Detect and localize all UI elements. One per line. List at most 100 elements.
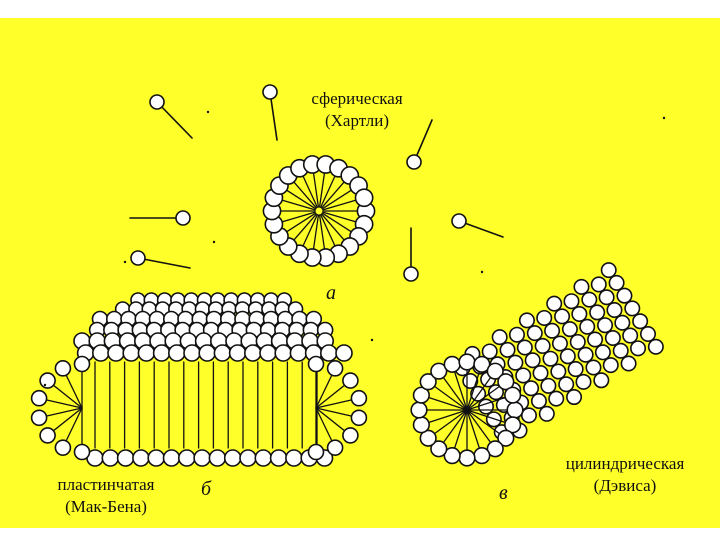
- noise-dots: [43, 110, 666, 387]
- spherical-letter: а: [326, 282, 336, 304]
- cylinder-surface-head: [538, 405, 555, 422]
- cylindrical-label-line1: цилиндрическая: [565, 454, 685, 473]
- lamellar-edge-head: [342, 372, 359, 389]
- cylinder-surface-head: [499, 341, 516, 358]
- lamellar-edge-head: [73, 443, 91, 461]
- cylinder-cap-head: [486, 362, 504, 380]
- cylinder-surface-head: [481, 343, 498, 360]
- spherical-label: сферическая (Хартли): [282, 88, 432, 132]
- cylinder-cap-head: [412, 386, 430, 404]
- cylinder-cap-head: [497, 429, 515, 447]
- noise-dot: [370, 338, 374, 342]
- cylinder-surface-head: [508, 326, 525, 343]
- cylinder-cap-head: [443, 447, 461, 465]
- lamellar-bottom-head: [239, 449, 257, 467]
- cylinder-cap-head: [419, 429, 437, 447]
- cylinder-surface-head: [600, 262, 617, 279]
- lamellar-top-head: [289, 344, 308, 362]
- cylinder-surface-head: [622, 327, 639, 344]
- cylinder-surface-head: [548, 390, 565, 407]
- lamellar-top-head: [228, 344, 247, 362]
- noise-dot: [206, 110, 210, 114]
- free-molecule-head: [262, 84, 278, 100]
- lamellar-top-head: [152, 344, 171, 362]
- cylinder-surface-head: [534, 337, 551, 354]
- lamellar-edge-head: [54, 360, 72, 377]
- cylinder-surface-head: [606, 301, 623, 318]
- cylinder-surface-head: [518, 312, 535, 329]
- lamellar-label-line2: (Мак-Бена): [65, 497, 147, 516]
- cylinder-surface-head: [515, 367, 532, 384]
- lamellar-top-head: [319, 344, 338, 362]
- cylinder-cap-head: [497, 373, 515, 391]
- cylinder-surface-head: [550, 363, 567, 380]
- cylinder-surface-head: [530, 393, 547, 410]
- cylinder-surface-head: [558, 376, 575, 393]
- lamellar-edge-head: [39, 427, 56, 444]
- lamellar-edge-head: [307, 355, 325, 373]
- cylinder-surface-head: [532, 365, 549, 382]
- cylinder-surface-head: [577, 346, 594, 363]
- cylinder-surface-head: [624, 300, 641, 317]
- cylinder-cap-head: [473, 355, 491, 373]
- cylindrical-letter: в: [499, 482, 508, 504]
- yellow-background: [0, 18, 720, 528]
- cylinder-surface-head: [608, 274, 625, 291]
- cylinder-surface-head: [542, 350, 559, 367]
- lamellar-top-head: [107, 344, 125, 362]
- cylinder-surface-head: [478, 398, 495, 415]
- lamellar-letter: б: [201, 478, 212, 500]
- lamellar-bottom-head: [223, 449, 242, 467]
- cylinder-cap-head: [443, 355, 461, 373]
- lamellar-edge-head: [342, 427, 359, 444]
- cylinder-surface-head: [587, 331, 604, 348]
- noise-dot: [480, 270, 484, 274]
- cylinder-surface-head: [647, 338, 664, 355]
- lamellar-bottom-head: [193, 449, 211, 467]
- lamellar-top-head: [137, 344, 156, 362]
- cylindrical-label: цилиндрическая (Дэвиса): [530, 453, 720, 497]
- cylinder-surface-head: [573, 278, 590, 295]
- cylinder-surface-head: [491, 329, 508, 346]
- free-molecule-head: [149, 94, 165, 110]
- cylinder-surface-head: [589, 304, 606, 321]
- cylinder-surface-head: [540, 377, 557, 394]
- free-molecule-head: [406, 154, 422, 170]
- cylinder-surface-head: [593, 372, 610, 389]
- lamellar-edge-head: [326, 439, 344, 456]
- noise-dot: [212, 240, 216, 244]
- lamellar-edge-head: [30, 389, 48, 407]
- lamellar-top-head: [244, 344, 262, 362]
- cylinder-cap-head: [473, 447, 491, 465]
- cylinder-surface-head: [620, 355, 637, 372]
- cylinder-surface-head: [520, 407, 537, 424]
- cylinder-surface-head: [523, 380, 540, 397]
- spherical-micelle: [262, 155, 376, 267]
- spherical-label-line1: сферическая: [311, 89, 403, 108]
- cylinder-surface-head: [597, 317, 614, 334]
- cylinder-surface-head: [554, 308, 571, 325]
- cylinder-surface-head: [632, 313, 649, 330]
- cylindrical-micelle: [410, 262, 664, 467]
- cylinder-surface-head: [559, 348, 576, 365]
- cylinder-surface-head: [571, 305, 588, 322]
- lamellar-top-head: [183, 344, 201, 362]
- lamellar-micelle: [30, 292, 368, 467]
- free-molecule-head: [175, 210, 191, 226]
- cylinder-surface-head: [561, 321, 578, 338]
- lamellar-bottom-head: [178, 449, 196, 467]
- free-molecule-head: [130, 250, 146, 266]
- cylinder-surface-head: [604, 329, 621, 346]
- lamellar-top-head: [168, 344, 186, 362]
- cylinder-surface-head: [581, 291, 598, 308]
- lamellar-edge-head: [350, 389, 368, 407]
- cylinder-cap-head: [410, 401, 428, 419]
- free-molecule-tail: [156, 101, 193, 139]
- cylinder-surface-head: [590, 276, 607, 293]
- cylinder-surface-head: [602, 357, 619, 374]
- lamellar-bottom-head: [208, 449, 227, 467]
- free-molecule-tail: [137, 257, 191, 269]
- lamellar-edge-head: [326, 360, 344, 377]
- cylinder-surface-head: [612, 342, 629, 359]
